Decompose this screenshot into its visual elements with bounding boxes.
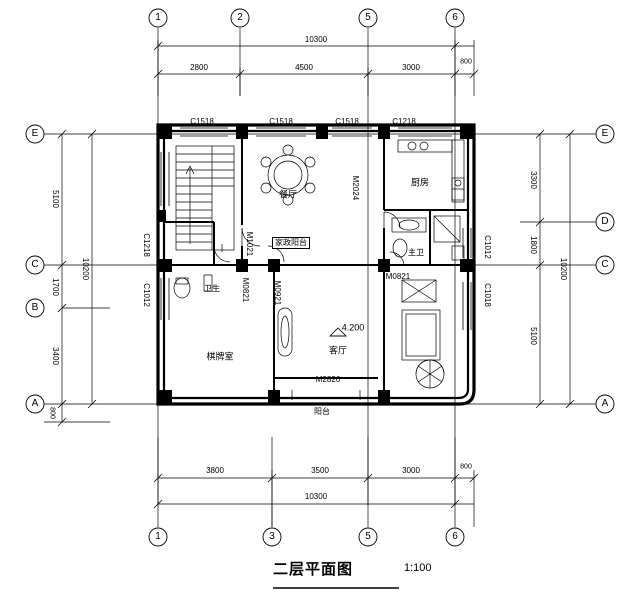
dim-right-seg-2: 1800 — [529, 236, 538, 254]
room-label-dining: 餐厅 — [278, 190, 298, 201]
dim-top-seg-3: 3000 — [402, 63, 420, 72]
grid-label-bottom-1: 1 — [155, 531, 161, 542]
grid-label-bottom-5: 5 — [365, 531, 371, 542]
room-label-mahjong: 棋牌室 — [206, 352, 234, 363]
dim-bottom-total: 10300 — [304, 492, 328, 501]
grid-label-top-1: 1 — [155, 12, 161, 23]
dim-bottom-seg-4: 800 — [460, 463, 472, 471]
door-tag-m1021: M1021 — [245, 231, 254, 257]
window-tag-left-c1012: C1012 — [142, 283, 151, 307]
room-label-balcony: 阳台 — [314, 407, 330, 416]
window-tag-c1518-2: C1518 — [269, 117, 293, 126]
dim-right-seg-1: 3300 — [529, 171, 538, 189]
level-mark: 4.200 — [341, 322, 365, 333]
window-tag-c1518-1: C1518 — [190, 117, 214, 126]
dim-bottom-seg-2: 3500 — [311, 466, 329, 475]
window-tag-left-c1218: C1218 — [142, 233, 151, 257]
grid-label-top-5: 5 — [365, 12, 371, 23]
grid-label-left-e: E — [31, 128, 39, 139]
dim-bottom-seg-1: 3800 — [206, 466, 224, 475]
door-tag-m2826: M2826 — [315, 375, 341, 384]
grid-label-right-d: D — [601, 216, 609, 227]
dim-bottom-seg-3: 3000 — [402, 466, 420, 475]
grid-label-bottom-6: 6 — [452, 531, 458, 542]
grid-label-left-c: C — [31, 259, 39, 270]
window-tag-c1218: C1218 — [392, 117, 416, 126]
dim-left-seg-2: 1700 — [51, 278, 60, 296]
grid-label-left-b: B — [31, 302, 39, 313]
window-tag-right-c1012: C1012 — [483, 235, 492, 259]
dim-top-seg-4: 800 — [460, 58, 472, 66]
window-tag-c1518-3: C1518 — [335, 117, 359, 126]
room-label-living: 客厅 — [328, 346, 348, 357]
grid-label-top-2: 2 — [237, 12, 243, 23]
grid-label-top-6: 6 — [452, 12, 458, 23]
dim-right-seg-3: 5100 — [529, 327, 538, 345]
dim-top-seg-1: 2800 — [190, 63, 208, 72]
room-label-master-bath: 主卫 — [408, 248, 424, 257]
dim-left-seg-3: 3400 — [51, 347, 60, 365]
dim-top-seg-2: 4500 — [295, 63, 313, 72]
drawing-scale: 1:100 — [404, 562, 432, 574]
grid-label-right-a: A — [601, 398, 609, 409]
door-tag-m0821-center: M0821 — [385, 272, 411, 281]
grid-label-right-e: E — [601, 128, 609, 139]
dim-right-total: 10200 — [559, 257, 568, 281]
grid-label-right-c: C — [601, 259, 609, 270]
grid-label-bottom-3: 3 — [269, 531, 275, 542]
grid-label-left-a: A — [31, 398, 39, 409]
door-tag-m2024: M2024 — [351, 175, 360, 201]
dim-left-total: 10200 — [81, 257, 90, 281]
door-tag-m0821-left: M0821 — [241, 277, 250, 303]
window-tag-right-c1018: C1018 — [483, 283, 492, 307]
dim-left-seg-1: 5100 — [51, 190, 60, 208]
dim-top-total: 10300 — [304, 35, 328, 44]
dim-left-seg-4: 800 — [48, 407, 56, 419]
drawing-title: 二层平面图 — [273, 560, 354, 578]
room-label-kitchen: 厨房 — [410, 178, 430, 189]
room-label-toilet: 卫生 — [204, 284, 220, 293]
room-label-service-balcony: 家政阳台 — [272, 237, 310, 249]
door-tag-m0921: M0921 — [273, 280, 282, 306]
